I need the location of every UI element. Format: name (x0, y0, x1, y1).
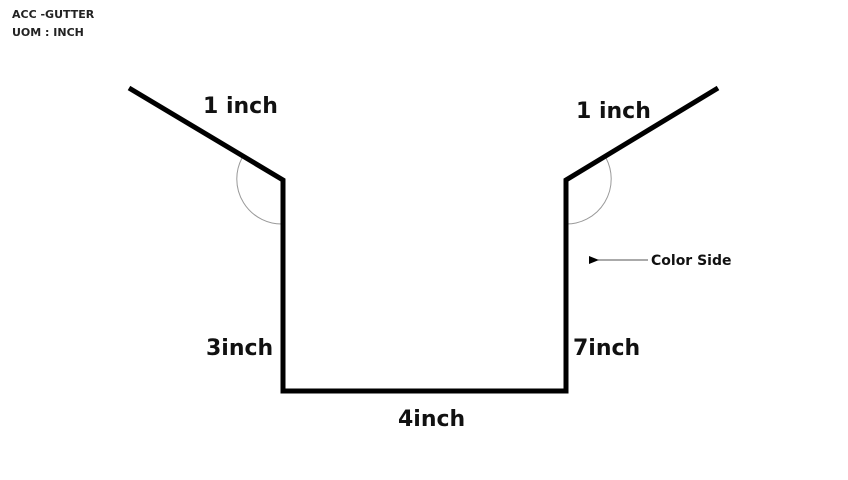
left-wall-dimension: 3inch (206, 336, 273, 361)
unit-of-measure: UOM : INCH (12, 26, 84, 39)
right-wall-dimension: 7inch (573, 336, 640, 361)
drawing-title: ACC -GUTTER (12, 8, 95, 21)
right-flange-dimension: 1 inch (576, 99, 651, 124)
right-angle-arc (565, 157, 612, 225)
gutter-profile-line (127, 85, 720, 394)
drawing-header: ACC -GUTTER UOM : INCH (12, 6, 94, 42)
left-flange-dimension: 1 inch (203, 94, 278, 119)
bottom-dimension: 4inch (398, 407, 465, 432)
color-side-label: Color Side (651, 253, 732, 269)
left-angle-arc (236, 157, 284, 225)
